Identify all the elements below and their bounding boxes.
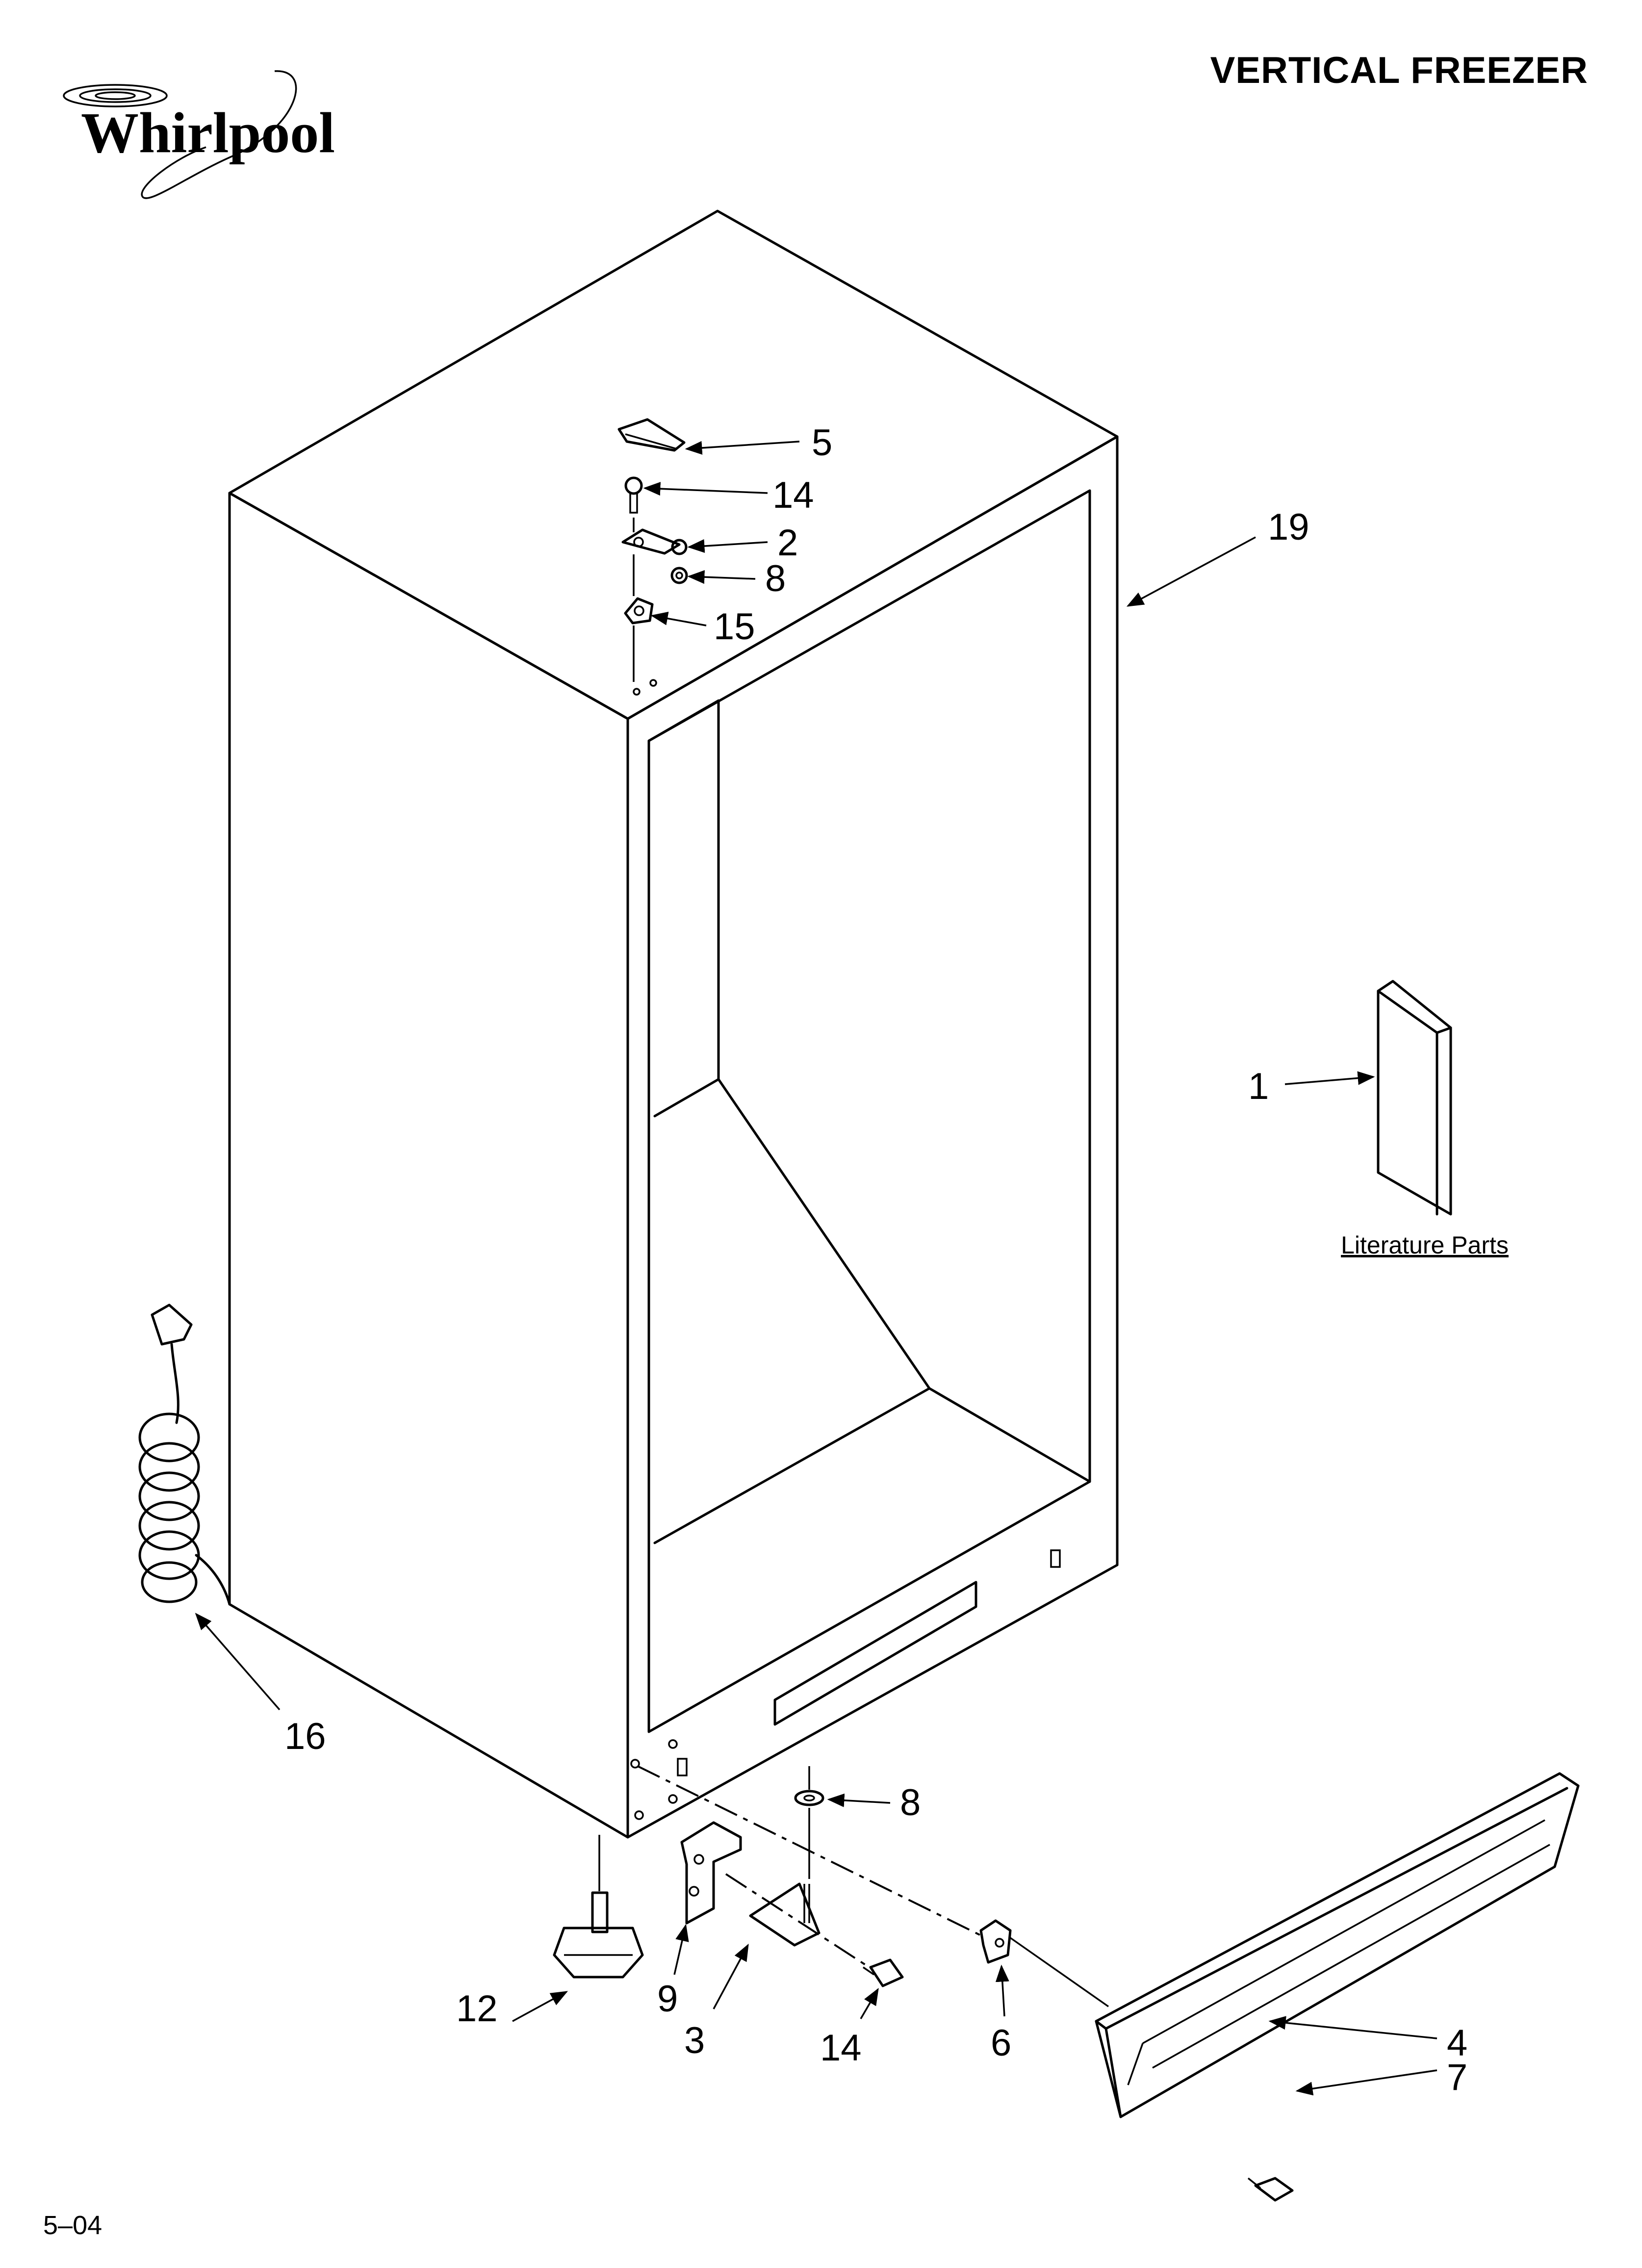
callout-19: 19 <box>1268 506 1309 548</box>
callout-1: 1 <box>1248 1066 1269 1107</box>
callout-3: 3 <box>684 2020 705 2061</box>
callout-16: 16 <box>284 1716 326 1757</box>
callout-2: 2 <box>777 522 798 564</box>
literature-booklet: Literature Parts <box>1341 980 1509 1259</box>
callout-7: 7 <box>1447 2057 1467 2098</box>
callout-leaders <box>195 441 1437 2096</box>
callout-14-bottom: 14 <box>820 2027 862 2069</box>
top-hinge-assembly <box>617 418 688 682</box>
page-title: VERTICAL FREEZER <box>1210 50 1588 91</box>
bottom-hardware <box>553 1765 1294 2202</box>
logo-wordmark: Whirlpool <box>81 101 335 165</box>
callout-14-top: 14 <box>772 474 814 516</box>
callout-numbers: 5 14 2 8 15 19 1 16 8 12 9 3 14 6 4 7 <box>284 422 1467 2098</box>
freezer-cabinet <box>228 209 1119 1839</box>
callout-9: 9 <box>657 1978 678 2020</box>
toe-grille <box>1095 1772 1580 2118</box>
whirlpool-logo: Whirlpool <box>63 70 335 199</box>
callout-12: 12 <box>456 1988 498 2030</box>
callout-8-bottom: 8 <box>900 1782 921 1824</box>
power-cord <box>138 1303 231 1606</box>
date-code: 5–04 <box>43 2211 103 2240</box>
callout-5: 5 <box>812 422 832 464</box>
callout-4: 4 <box>1447 2022 1467 2064</box>
callout-15: 15 <box>714 606 755 648</box>
callout-6: 6 <box>991 2022 1011 2064</box>
callout-8-top: 8 <box>765 558 786 600</box>
literature-parts-label: Literature Parts <box>1341 1231 1509 1259</box>
